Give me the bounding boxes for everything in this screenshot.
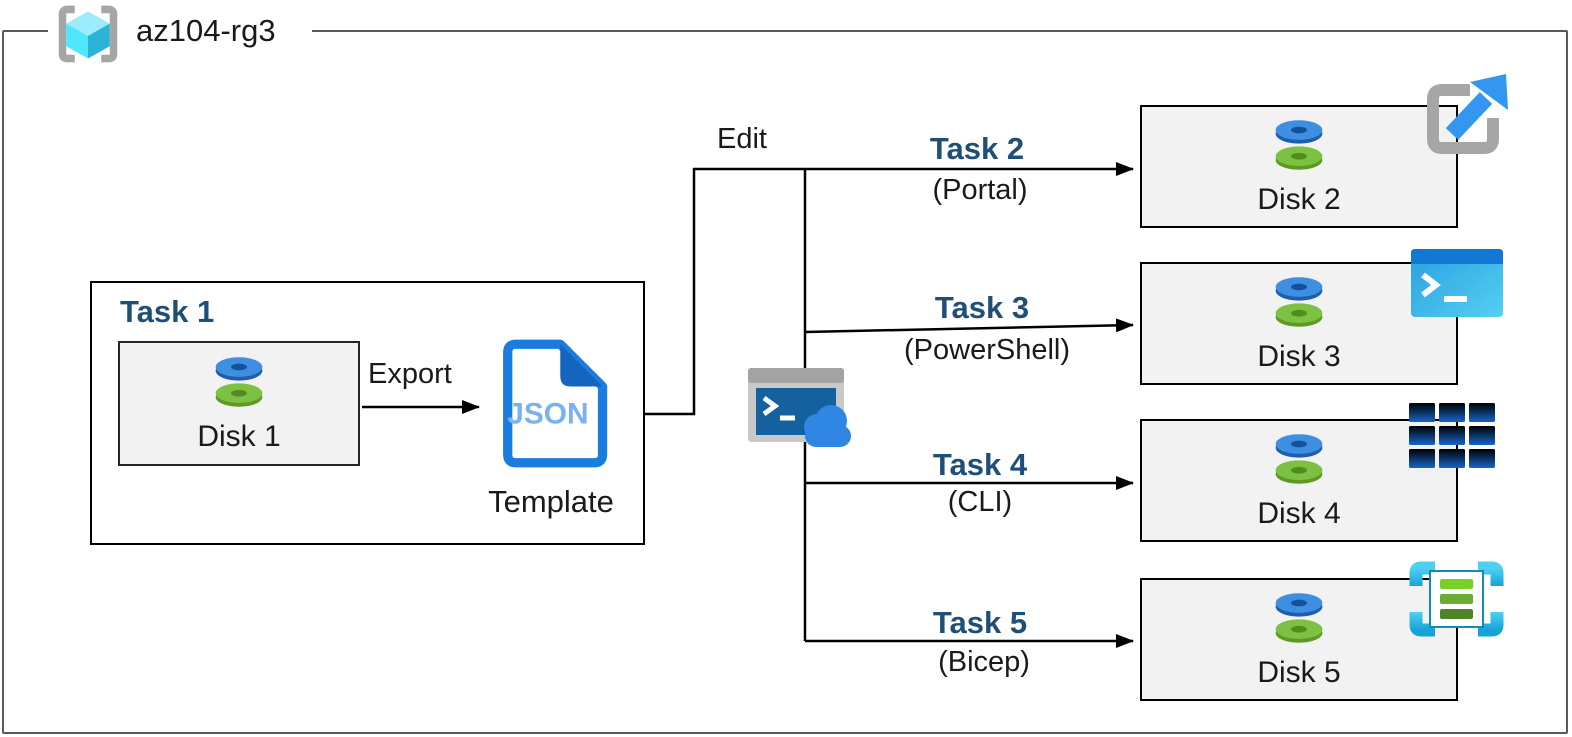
disk3-label: Disk 3 — [1257, 340, 1341, 373]
managed-disk-icon — [1269, 116, 1329, 179]
template-caption: Template — [488, 484, 614, 519]
disk4-box: Disk 4 — [1140, 419, 1458, 542]
task1-title: Task 1 — [120, 294, 215, 329]
task4-method: (CLI) — [947, 486, 1013, 518]
managed-disk-icon — [1269, 273, 1329, 336]
resource-group-name: az104-rg3 — [136, 13, 276, 48]
powershell-icon — [1411, 249, 1503, 322]
task2-method: (Portal) — [932, 174, 1028, 206]
task3-method: (PowerShell) — [904, 334, 1070, 366]
export-label: Export — [368, 358, 452, 390]
portal-launch-icon — [1412, 68, 1512, 165]
managed-disk-icon — [1269, 589, 1329, 652]
disk1-label: Disk 1 — [197, 420, 281, 453]
disk2-label: Disk 2 — [1257, 183, 1341, 216]
json-template-icon: JSON — [494, 337, 608, 476]
task4-label: Task 4 — [932, 447, 1028, 482]
disk5-box: Disk 5 — [1140, 578, 1458, 701]
resource-group-icon — [54, 3, 122, 70]
disk2-box: Disk 2 — [1140, 105, 1458, 228]
disk5-label: Disk 5 — [1257, 656, 1341, 689]
frame-title-gap — [48, 27, 312, 35]
managed-disk-icon — [209, 353, 269, 416]
managed-disk-icon — [1269, 430, 1329, 493]
disk3-box: Disk 3 — [1140, 262, 1458, 385]
edit-label: Edit — [717, 123, 767, 155]
task5-label: Task 5 — [932, 605, 1028, 640]
task2-label: Task 2 — [929, 131, 1025, 166]
cloud-shell-icon — [747, 367, 853, 454]
task3-label: Task 3 — [934, 290, 1030, 325]
disk1-box: Disk 1 — [118, 341, 360, 466]
disk4-label: Disk 4 — [1257, 497, 1341, 530]
cli-icon — [1409, 403, 1499, 474]
task5-method: (Bicep) — [938, 646, 1030, 678]
template-bicep-icon — [1408, 560, 1505, 643]
json-doc-text: JSON — [507, 398, 588, 431]
resource-group-frame — [2, 30, 1568, 734]
